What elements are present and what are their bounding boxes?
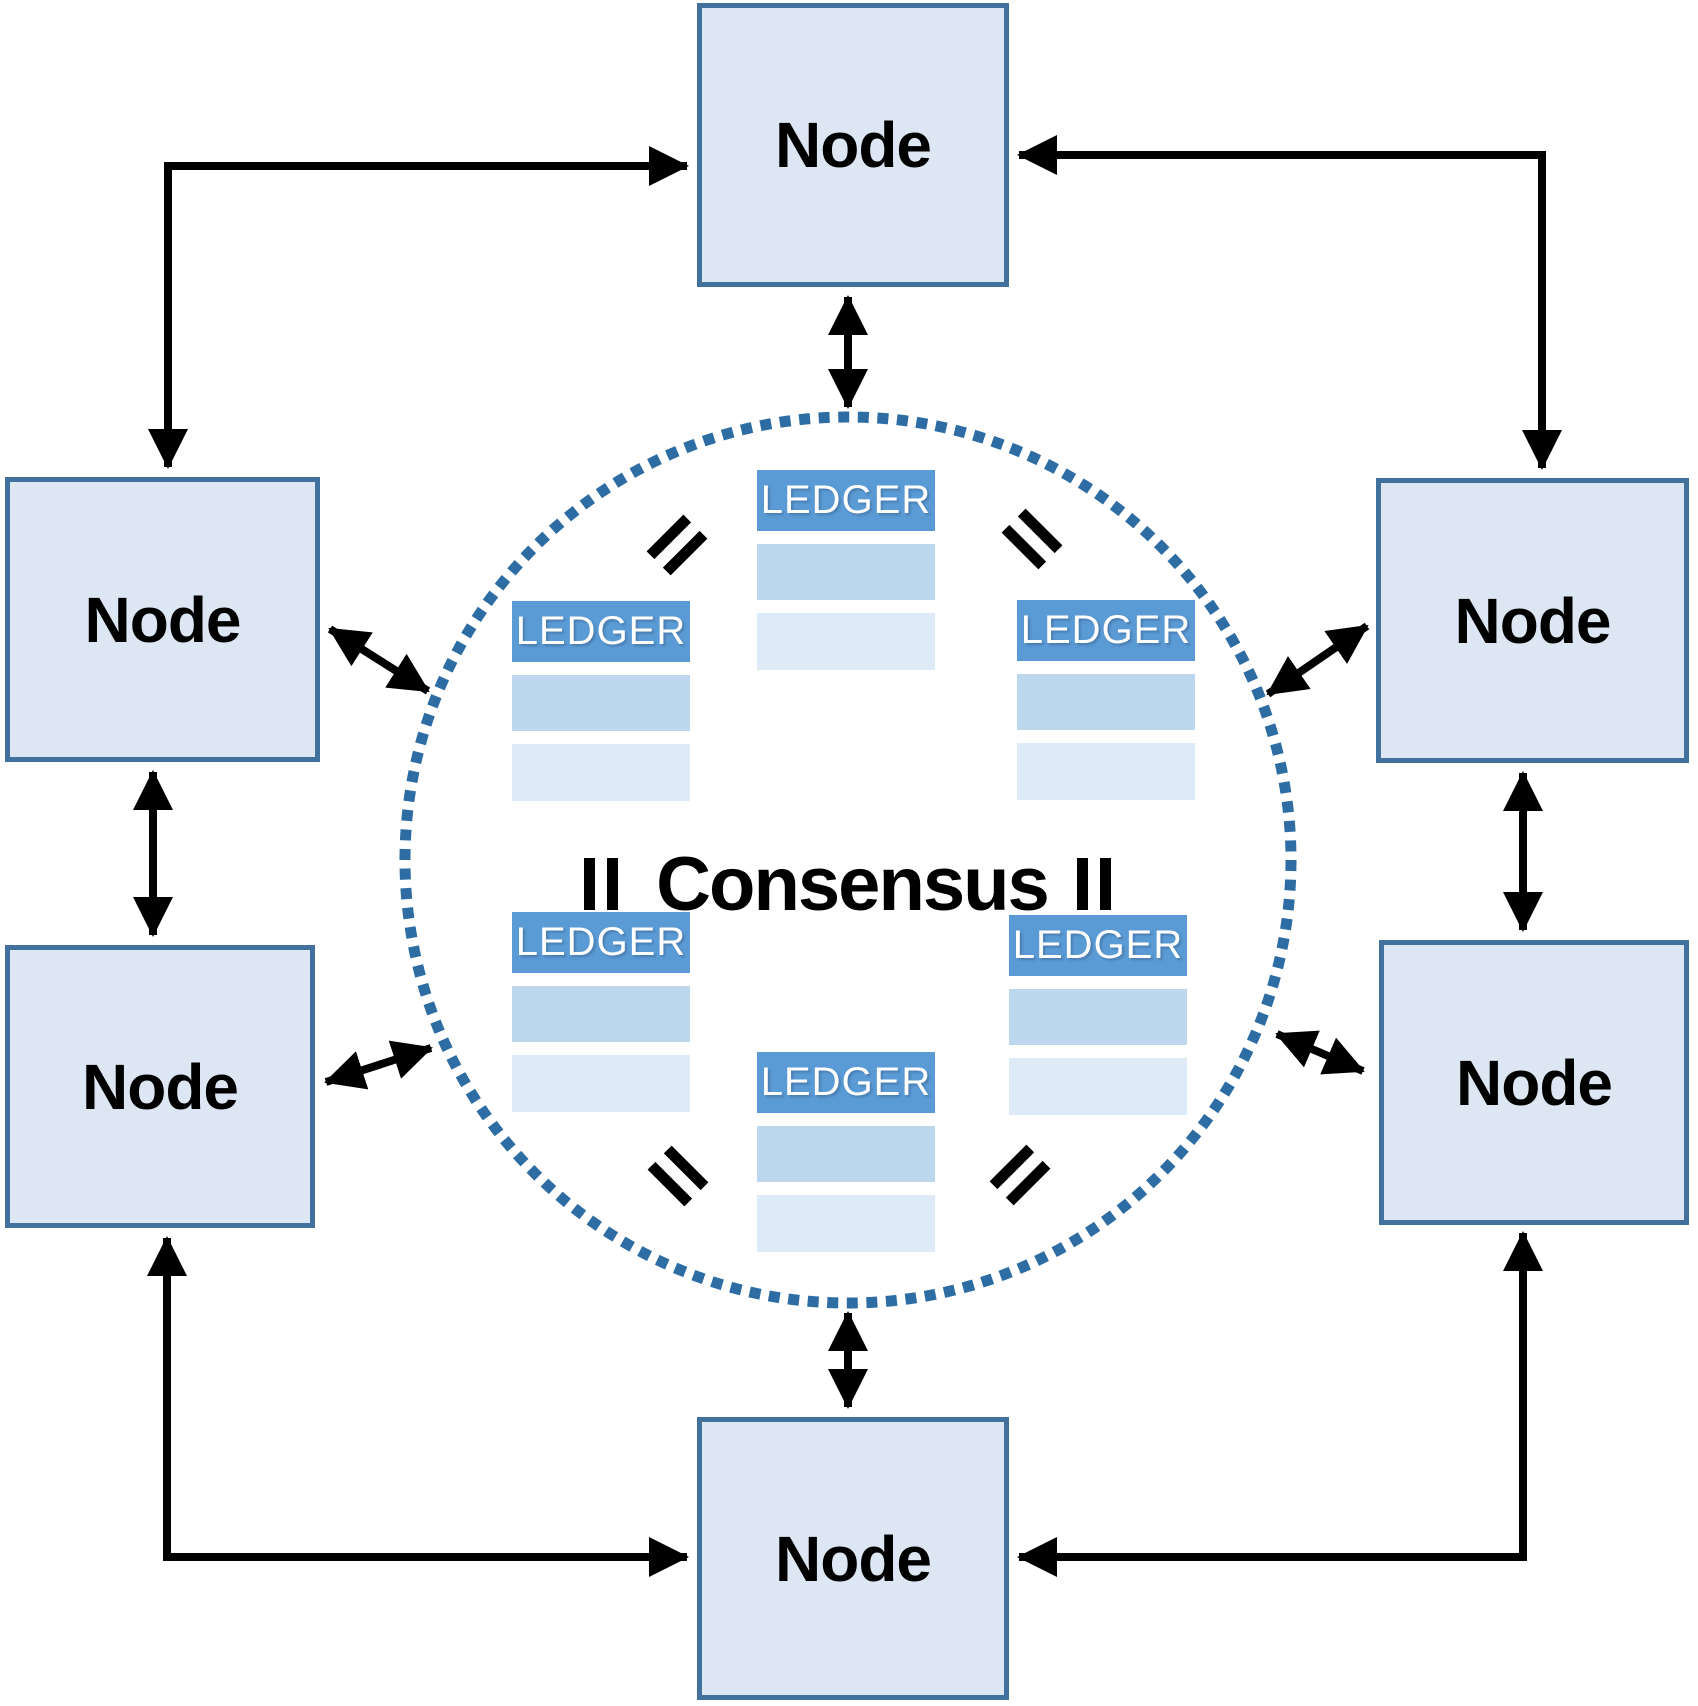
ledger-row	[757, 1126, 935, 1182]
connector-bottom-right	[1017, 1231, 1543, 1577]
consensus-circle-outline	[399, 411, 1297, 1309]
ledger-row	[757, 544, 935, 600]
node-bottom: Node	[697, 1417, 1009, 1700]
node-left-lower: Node	[5, 945, 315, 1228]
node-right-lower-label: Node	[1456, 1046, 1613, 1119]
ledger-row	[512, 1055, 690, 1112]
ledger-row	[512, 744, 690, 801]
ledger-row	[757, 613, 935, 670]
ledger-row	[1017, 674, 1195, 730]
ledger-bottom-center: LEDGER	[757, 1052, 935, 1252]
node-left-lower-label: Node	[82, 1050, 239, 1123]
ledger-upper-right: LEDGER	[1017, 600, 1195, 800]
node-bottom-label: Node	[775, 1522, 932, 1595]
ledger-row	[1009, 1058, 1187, 1115]
node-left-upper: Node	[5, 477, 320, 762]
node-left-upper-label: Node	[84, 583, 242, 656]
node-right-lower: Node	[1379, 940, 1689, 1225]
ledger-header: LEDGER	[757, 470, 935, 531]
ledger-row	[1017, 743, 1195, 800]
connector-bottom-left	[147, 1236, 689, 1577]
ledger-row	[512, 675, 690, 731]
arrow-right-lower-node-circle	[1275, 1030, 1365, 1075]
connector-top-left	[148, 146, 689, 469]
ledger-row	[512, 986, 690, 1042]
ledger-header: LEDGER	[757, 1052, 935, 1113]
arrow-left-lower-node-circle	[324, 1040, 433, 1090]
ledger-row	[757, 1195, 935, 1252]
node-right-upper-label: Node	[1454, 584, 1612, 657]
node-top-label: Node	[775, 109, 932, 181]
node-right-upper: Node	[1376, 478, 1689, 763]
ledger-lower-right: LEDGER	[1009, 915, 1187, 1115]
ledger-row	[1009, 989, 1187, 1045]
node-top: Node	[697, 3, 1009, 287]
ledger-lower-left: LEDGER	[512, 912, 690, 1112]
arrow-right-upper-node-circle	[1265, 622, 1370, 698]
connector-top-right	[1017, 135, 1562, 470]
equals-bar	[584, 858, 595, 910]
ledger-header: LEDGER	[1009, 915, 1187, 976]
ledger-header: LEDGER	[512, 601, 690, 662]
arrow-left-upper-node-circle	[327, 625, 431, 695]
consensus-label: Consensus	[656, 842, 1050, 927]
ledger-upper-left: LEDGER	[512, 601, 690, 801]
ledger-header: LEDGER	[512, 912, 690, 973]
ledger-top-center: LEDGER	[757, 470, 935, 670]
ledger-header: LEDGER	[1017, 600, 1195, 661]
